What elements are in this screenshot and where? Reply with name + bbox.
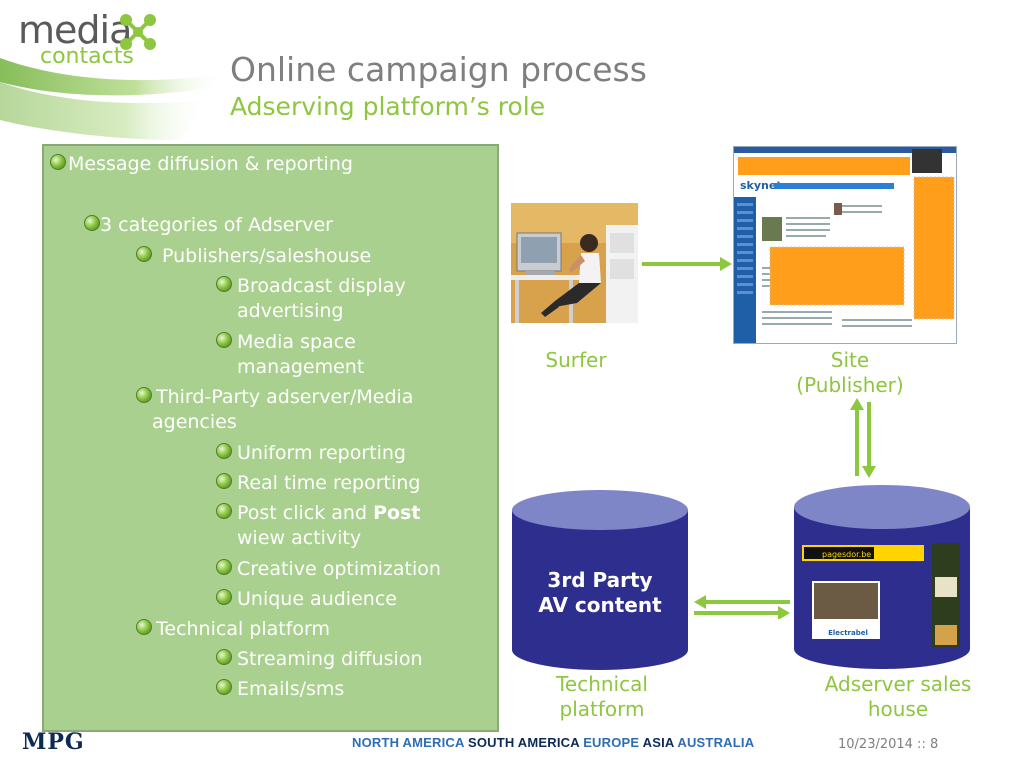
list-item-continued: agencies <box>152 411 237 433</box>
third-party-label-line2: AV content <box>538 593 662 617</box>
arrow-thirdparty-adserver <box>694 595 790 619</box>
list-item: Uniform reporting <box>237 442 406 464</box>
list-item: Publishers/saleshouse <box>162 245 372 267</box>
bullet-icon <box>216 332 232 348</box>
ad-brand: Electrabel <box>828 629 868 637</box>
list-item: Real time reporting <box>237 472 421 494</box>
logo-swoosh <box>0 58 225 140</box>
list-item: Creative optimization <box>237 558 441 580</box>
footer-date-page: 10/23/2014 :: 8 <box>838 737 939 752</box>
logo-media-text: media <box>18 8 132 52</box>
surfer-photo <box>511 203 638 323</box>
bullet-icon <box>84 215 100 231</box>
technical-platform-label-line1: Technical <box>556 672 648 696</box>
adserver-label-line2: house <box>867 697 929 721</box>
site-brand: skynet <box>740 179 782 192</box>
mpg-logo: MPG <box>22 729 85 755</box>
list-item-text: Post click and <box>237 502 374 524</box>
bullet-icon <box>216 473 232 489</box>
list-item: Post click and Post <box>237 501 420 526</box>
region-north-america: NORTH AMERICA <box>352 735 465 750</box>
third-party-cylinder <box>512 490 688 670</box>
site-label-line1: Site <box>830 348 870 372</box>
list-item: Streaming diffusion <box>237 648 423 670</box>
region-south-america: SOUTH AMERICA <box>467 735 580 750</box>
adserver-label-line1: Adserver sales <box>824 672 972 696</box>
bullet-icon <box>216 589 232 605</box>
technical-platform-label-line2: platform <box>559 697 645 721</box>
page-subtitle: Adserving platform’s role <box>230 92 546 121</box>
list-item: Message diffusion & reporting <box>68 153 353 175</box>
logo-molecule-icon <box>120 14 156 50</box>
list-item: Emails/sms <box>237 678 345 700</box>
banner-brand: pagesdor.be <box>822 550 871 559</box>
list-item-continued: advertising <box>237 300 344 322</box>
region-australia: AUSTRALIA <box>677 735 755 750</box>
list-item-bold: Post <box>373 502 421 524</box>
region-europe: EUROPE <box>583 735 640 750</box>
region-asia: ASIA <box>642 735 675 750</box>
list-item: Broadcast display <box>237 275 406 297</box>
list-item-continued: wiew activity <box>237 527 362 549</box>
bullet-icon <box>136 246 152 262</box>
list-item-continued: management <box>237 356 365 378</box>
list-item: Technical platform <box>156 618 331 640</box>
bullet-icon <box>216 443 232 459</box>
list-item: Third-Party adserver/Media <box>156 386 414 408</box>
third-party-label-line1: 3rd Party <box>547 568 653 592</box>
bullet-icon <box>216 649 232 665</box>
list-item: 3 categories of Adserver <box>100 214 333 236</box>
page-title: Online campaign process <box>230 50 647 89</box>
bullet-panel: Message diffusion & reporting 3 categori… <box>42 144 499 732</box>
bullet-icon <box>136 387 152 403</box>
surfer-label: Surfer <box>545 348 607 372</box>
adserver-cylinder: pagesdor.be Electrabel <box>794 485 970 669</box>
logo-contacts-text: contacts <box>40 44 134 69</box>
bullet-icon <box>216 559 232 575</box>
bullet-icon <box>216 276 232 292</box>
arrow-site-adserver <box>850 398 876 478</box>
bullet-icon <box>216 679 232 695</box>
bullet-icon <box>216 503 232 519</box>
regions-strip: NORTH AMERICA SOUTH AMERICA EUROPE ASIA … <box>352 735 754 750</box>
site-label-line2: (Publisher) <box>796 373 904 397</box>
arrow-surfer-to-site <box>642 257 732 271</box>
list-item: Media space <box>237 331 356 353</box>
list-item: Unique audience <box>237 588 397 610</box>
bullet-icon <box>50 154 66 170</box>
bullet-icon <box>136 619 152 635</box>
publisher-site-screenshot: skynet <box>733 146 957 344</box>
